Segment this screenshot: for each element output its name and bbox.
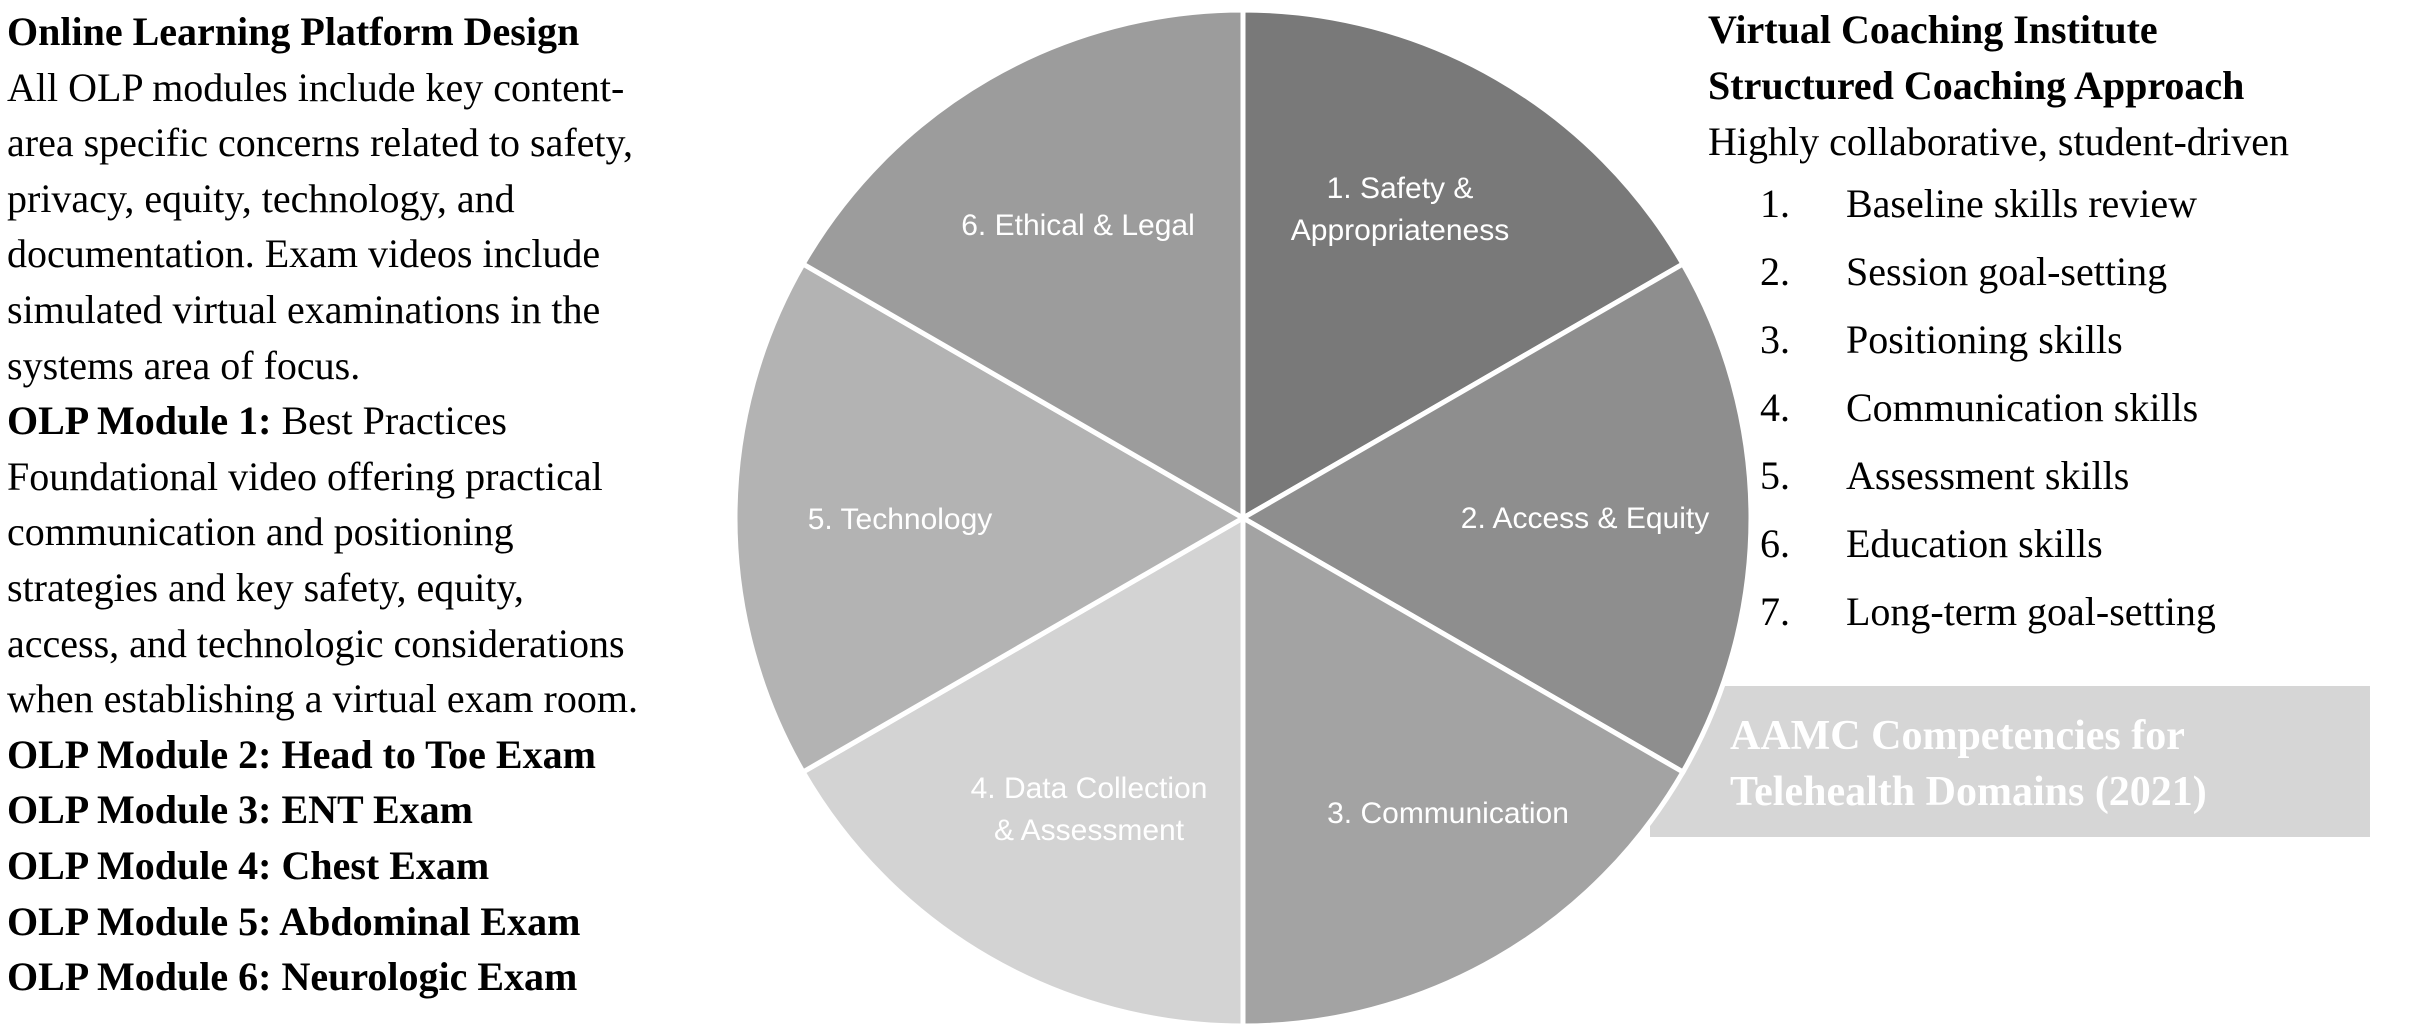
step-number: 6.: [1760, 521, 1790, 566]
aamc-label-box: [1650, 686, 2370, 837]
olp-module-1-line: strategies and key safety, equity,: [7, 564, 524, 610]
coaching-step: 3. Positioning skills: [1708, 306, 2418, 374]
vci-title: Virtual Coaching Institute: [1708, 7, 2158, 52]
olp-description: Online Learning Platform Design All OLP …: [7, 4, 797, 1005]
vci-subtitle: Structured Coaching Approach: [1708, 63, 2245, 108]
coaching-step: 2. Session goal-setting: [1708, 238, 2418, 306]
coaching-step: 7. Long-term goal-setting: [1708, 578, 2418, 646]
vci-tagline: Highly collaborative, student-driven: [1708, 119, 2289, 164]
step-text: Long-term goal-setting: [1846, 589, 2216, 634]
wheel-segment-label-5: 5. Technology: [808, 503, 993, 536]
coaching-steps-list: 1. Baseline skills review 2. Session goal-…: [1708, 170, 2418, 646]
aamc-label-line: Telehealth Domains (2021): [1730, 769, 2207, 815]
wheel-segment-1: [1240, 7, 1687, 523]
olp-intro-line: area specific concerns related to safety…: [7, 120, 633, 166]
olp-intro-line: systems area of focus.: [7, 342, 361, 388]
olp-module-1-label: OLP Module 1:: [7, 398, 272, 444]
vci-description: Virtual Coaching Institute Structured Co…: [1708, 2, 2418, 646]
step-number: 3.: [1760, 317, 1790, 362]
step-text: Positioning skills: [1846, 317, 2123, 362]
coaching-step: 5. Assessment skills: [1708, 442, 2418, 510]
step-text: Education skills: [1846, 521, 2103, 566]
wheel-segment-label-line: 3. Communication: [1327, 797, 1569, 830]
wheel-segment-label-line: 6. Ethical & Legal: [961, 209, 1194, 242]
olp-module-3: OLP Module 3: ENT Exam: [7, 787, 473, 833]
olp-title: Online Learning Platform Design: [7, 9, 580, 54]
step-text: Session goal-setting: [1846, 249, 2168, 294]
wheel-segment-4: [799, 513, 1246, 1029]
wheel-segment-label-1: 1. Safety & Appropriateness: [1291, 172, 1509, 247]
olp-intro-line: privacy, equity, technology, and: [7, 175, 515, 221]
step-text: Baseline skills review: [1846, 181, 2198, 226]
step-number: 1.: [1760, 181, 1790, 226]
aamc-label: AAMC Competencies for Telehealth Domains…: [1730, 708, 2370, 820]
wheel-segment-label-3: 3. Communication: [1327, 797, 1569, 830]
wheel-segment-label-4: 4. Data Collection & Assessment: [971, 772, 1208, 847]
step-number: 4.: [1760, 385, 1790, 430]
wheel-segment-label-2: 2. Access & Equity: [1461, 502, 1709, 535]
olp-intro-line: All OLP modules include key content-: [7, 64, 625, 110]
coaching-step: 4. Communication skills: [1708, 374, 2418, 442]
coaching-step: 6. Education skills: [1708, 510, 2418, 578]
wheel-segment-label-line: 2. Access & Equity: [1461, 502, 1709, 535]
step-text: Communication skills: [1846, 385, 2199, 430]
olp-module-6: OLP Module 6: Neurologic Exam: [7, 954, 578, 1000]
wheel-segment-6: [799, 7, 1246, 523]
step-number: 7.: [1760, 589, 1790, 634]
olp-module-4: OLP Module 4: Chest Exam: [7, 842, 490, 888]
wheel-segment-label-line: 5. Technology: [808, 503, 993, 536]
coaching-step: 1. Baseline skills review: [1708, 170, 2418, 238]
step-text: Assessment skills: [1846, 453, 2130, 498]
wheel-segment-5: [732, 260, 1249, 776]
wheel-segment-label-line: 1. Safety &: [1327, 172, 1474, 205]
olp-intro-line: documentation. Exam videos include: [7, 231, 601, 277]
step-number: 2.: [1760, 249, 1790, 294]
olp-module-1-line: access, and technologic considerations: [7, 620, 625, 666]
olp-module-1-line: Foundational video offering practical: [7, 453, 603, 499]
olp-module-1-line: communication and positioning: [7, 509, 514, 555]
wheel-segment-3: [1240, 513, 1687, 1029]
wheel-segment-label-line: Appropriateness: [1291, 214, 1509, 247]
wheel-segment-label-line: 4. Data Collection: [971, 772, 1208, 805]
olp-module-1-title: Best Practices: [271, 398, 507, 444]
wheel-segment-label-6: 6. Ethical & Legal: [961, 209, 1194, 242]
olp-module-2: OLP Module 2: Head to Toe Exam: [7, 731, 596, 777]
step-number: 5.: [1760, 453, 1790, 498]
olp-module-1-heading: OLP Module 1: Best Practices: [7, 393, 797, 449]
wheel-segment-label-line: & Assessment: [994, 814, 1185, 847]
olp-module-5: OLP Module 5: Abdominal Exam: [7, 898, 581, 944]
olp-intro-line: simulated virtual examinations in the: [7, 286, 601, 332]
aamc-label-line: AAMC Competencies for: [1730, 713, 2185, 759]
olp-module-1-line: when establishing a virtual exam room.: [7, 676, 638, 722]
wheel-segment-2: [1238, 260, 1754, 776]
